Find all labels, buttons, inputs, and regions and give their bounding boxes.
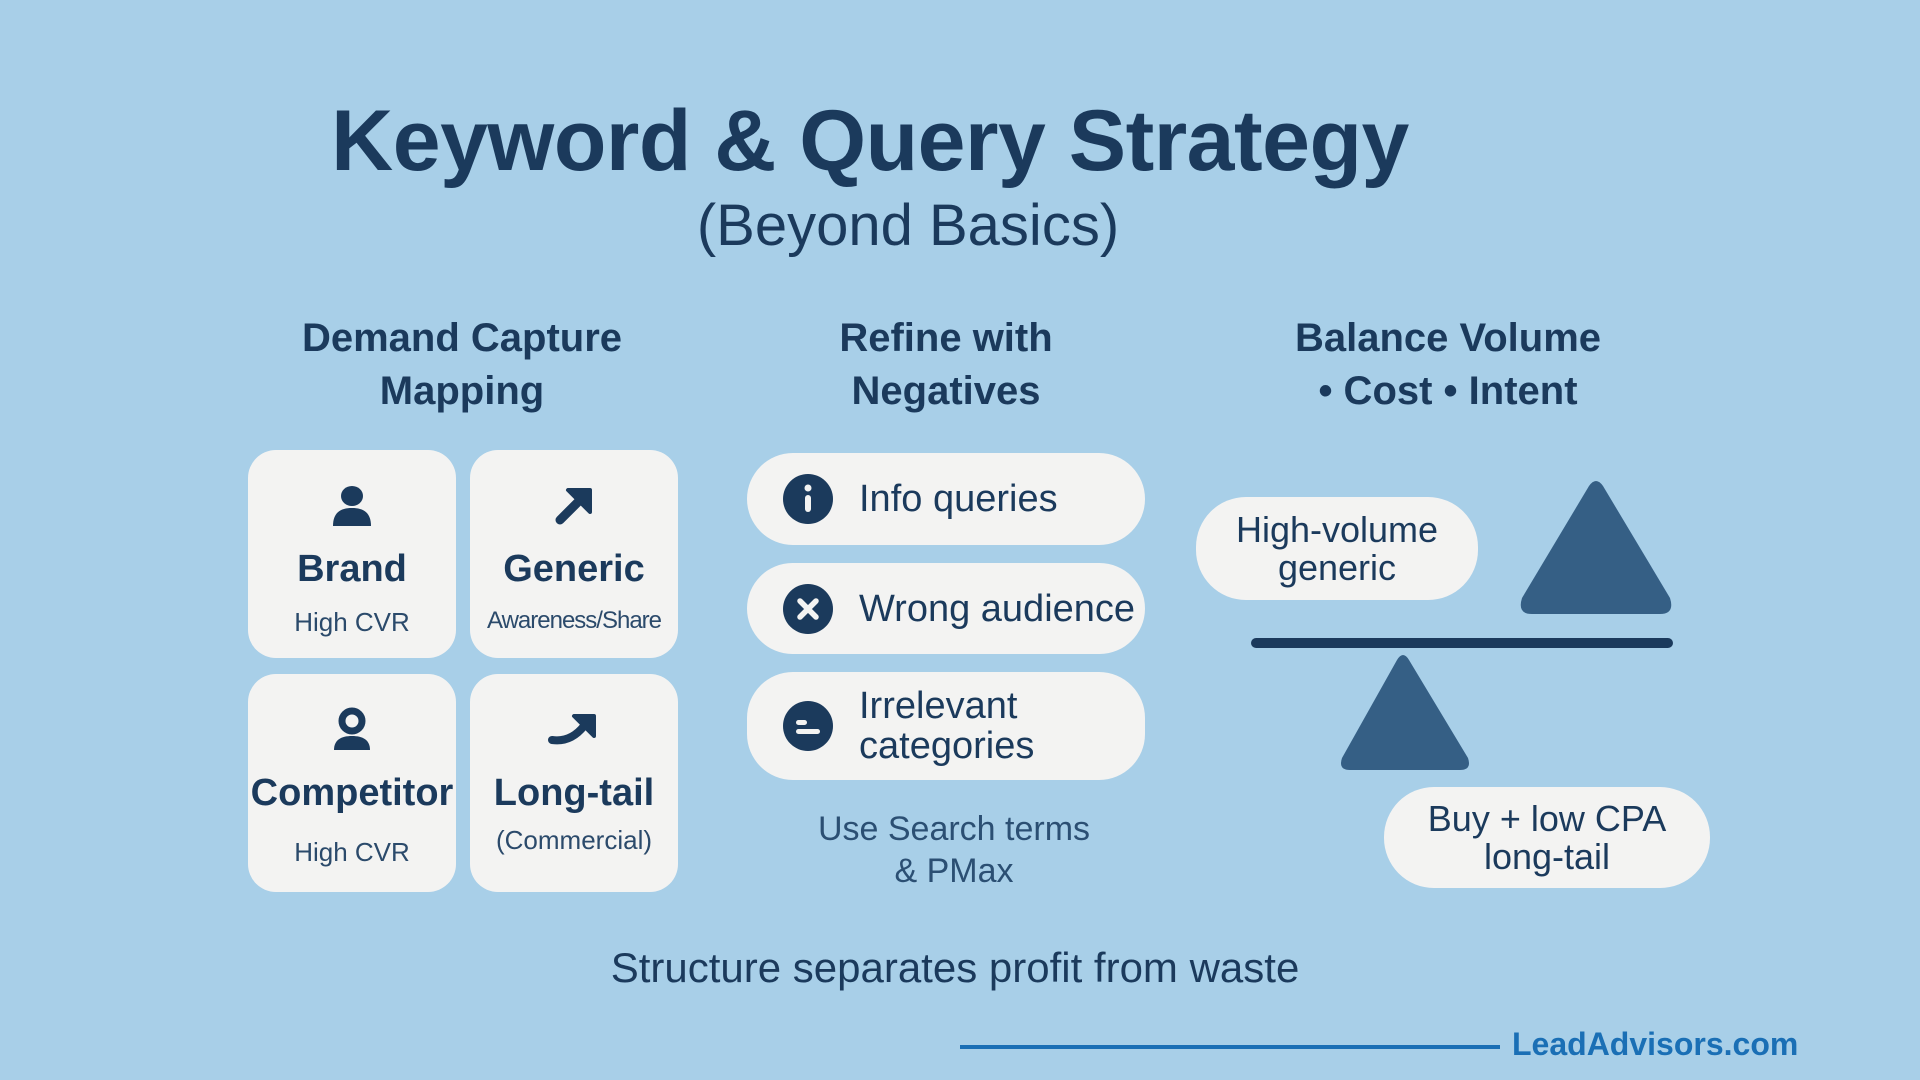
x-circle-icon (783, 583, 833, 634)
negative-item-wrong-audience: Wrong audience (747, 563, 1145, 654)
card-desc: High CVR (294, 607, 410, 637)
heading-line: • Cost • Intent (1318, 369, 1578, 413)
page-subtitle: (Beyond Basics) (696, 193, 1120, 258)
card-brand: Brand High CVR (248, 450, 456, 658)
heading-line: Balance Volume (1294, 316, 1602, 360)
heading-line: Refine with (839, 316, 1053, 360)
label-line: generic (1277, 546, 1397, 588)
card-desc: Awareness/Share (487, 607, 662, 634)
label-line: High-volume (1235, 508, 1439, 550)
negative-item-info-queries: Info queries (747, 453, 1145, 545)
user-outline-icon (334, 707, 370, 750)
info-icon (783, 474, 833, 524)
card-competitor: Competitor High CVR (248, 674, 456, 892)
negative-item-label: Irrelevant categories (859, 686, 1034, 766)
user-icon (333, 486, 371, 526)
card-name: Brand (297, 548, 407, 590)
negative-item-label: Info queries (859, 478, 1058, 520)
balance-label-high-volume: High-volume generic (1196, 497, 1478, 600)
label-line: long-tail (1483, 835, 1611, 877)
negative-item-irrelevant-categories: Irrelevant categories (747, 672, 1145, 780)
category-icon (783, 701, 833, 751)
card-name: Long-tail (493, 772, 655, 814)
fulcrum-triangle-icon (1341, 655, 1469, 770)
brand-link[interactable]: LeadAdvisors.com (1512, 1026, 1799, 1062)
footer-tagline: Structure separates profit from waste (610, 944, 1300, 991)
brand-divider (960, 1045, 1500, 1049)
note-line: & PMax (894, 852, 1014, 890)
section-heading-negatives: Refine with Negatives (716, 312, 1176, 418)
label-line: Buy + low CPA (1427, 797, 1667, 839)
card-desc: (Commercial) (496, 825, 652, 855)
label-line: categories (859, 725, 1035, 767)
section-heading-balance: Balance Volume • Cost • Intent (1218, 312, 1678, 418)
heading-line: Negatives (851, 369, 1041, 413)
balance-label-buy-low-cpa: Buy + low CPA long-tail (1384, 787, 1710, 888)
negative-item-label: Wrong audience (859, 587, 1136, 630)
card-desc: High CVR (294, 837, 410, 867)
card-long-tail: Long-tail (Commercial) (470, 674, 678, 892)
weight-triangle-icon (1520, 481, 1672, 614)
arrow-up-right-icon (555, 488, 592, 525)
card-generic: Generic Awareness/Share (470, 450, 678, 658)
note-line: Use Search terms (817, 810, 1091, 848)
negatives-note: Use Search terms & PMax (746, 808, 1162, 892)
heading-line: Demand Capture (301, 316, 623, 360)
page-title: Keyword & Query Strategy (331, 93, 1409, 189)
curved-arrow-icon (548, 714, 596, 745)
label-line: Irrelevant (859, 685, 1018, 727)
card-name: Generic (503, 548, 645, 590)
heading-line: Mapping (379, 369, 545, 413)
section-heading-demand: Demand Capture Mapping (232, 312, 692, 418)
card-name: Competitor (250, 772, 454, 814)
scale-beam (1251, 638, 1673, 648)
balance-scale (1251, 481, 1673, 770)
